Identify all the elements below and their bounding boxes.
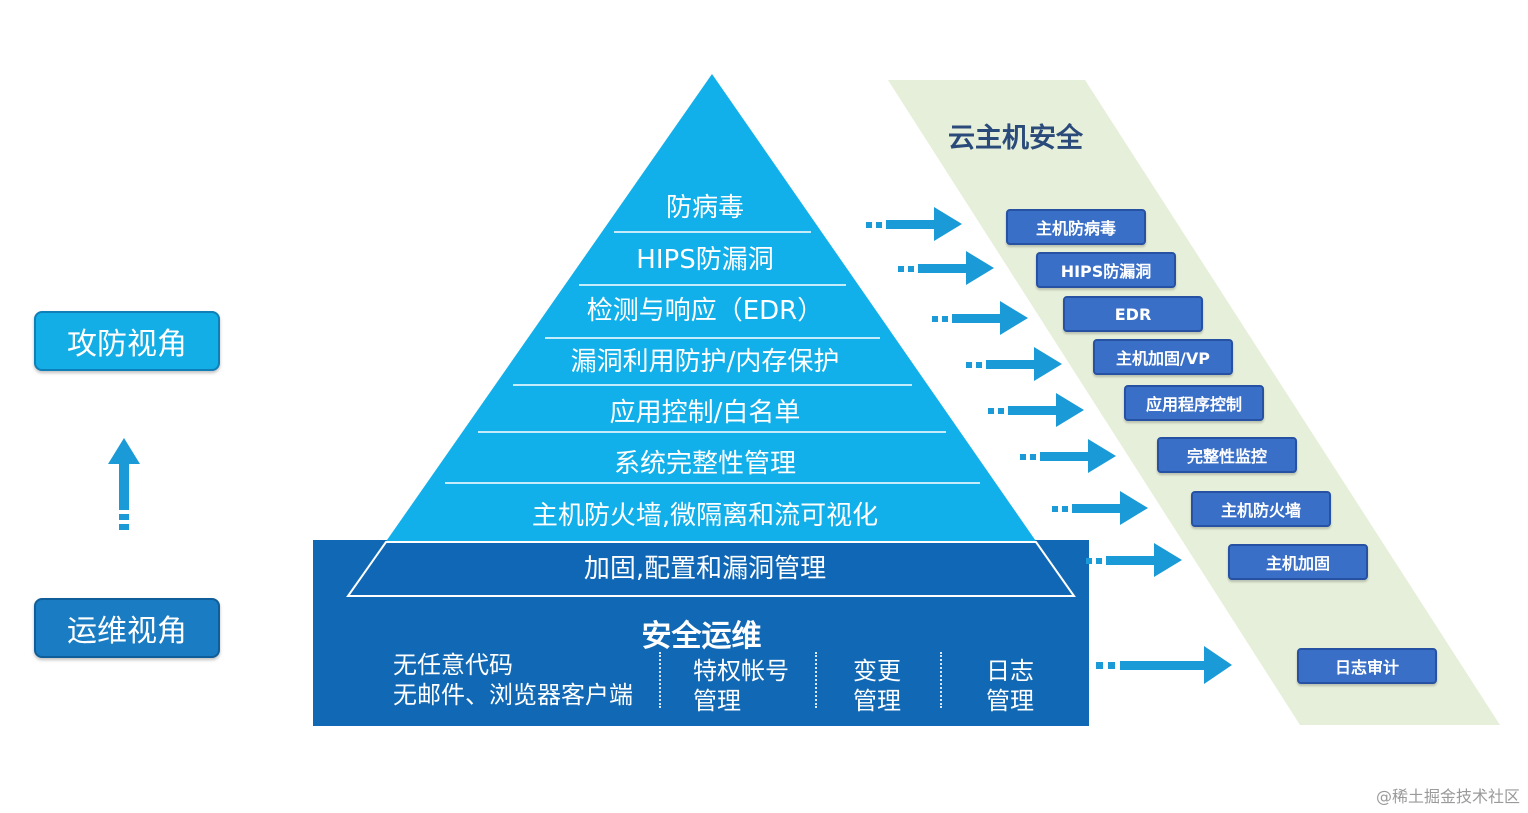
tag-hips: HIPS防漏洞 — [1036, 252, 1176, 288]
layer-antivirus: 防病毒 — [665, 193, 744, 223]
ops-item-line: 无邮件、浏览器客户端 — [393, 681, 633, 709]
layer-hips: HIPS防漏洞 — [636, 245, 774, 275]
tag-host-firewall: 主机防火墙 — [1191, 491, 1331, 527]
attack-perspective-label: 攻防视角 — [34, 311, 220, 371]
ops-item-line: 日志 — [986, 657, 1034, 685]
arrow-6 — [1020, 439, 1116, 473]
ops-item-log-management: 日志 管理 — [986, 656, 1034, 716]
right-arrows — [866, 207, 1232, 684]
tag-integrity-monitoring: 完整性监控 — [1157, 437, 1297, 473]
ops-item-line: 管理 — [853, 687, 901, 715]
tag-edr: EDR — [1063, 296, 1203, 332]
arrow-9 — [1096, 646, 1232, 684]
ops-item-line: 管理 — [693, 687, 741, 715]
ops-separator — [815, 652, 817, 708]
pyramid-base-layer — [346, 541, 1076, 597]
layer-edr: 检测与响应（EDR） — [586, 296, 824, 326]
ops-item-no-code: 无任意代码 无邮件、浏览器客户端 — [393, 650, 633, 710]
up-arrow — [108, 438, 140, 530]
arrow-5 — [988, 393, 1084, 427]
ops-item-change-management: 变更 管理 — [853, 656, 901, 716]
tag-host-antivirus: 主机防病毒 — [1006, 209, 1146, 245]
tag-log-audit: 日志审计 — [1297, 648, 1437, 684]
arrow-8 — [1086, 543, 1182, 577]
tag-host-hardening-vp: 主机加固/VP — [1093, 339, 1233, 375]
ops-separator — [659, 652, 661, 708]
ops-item-privileged-account: 特权帐号 管理 — [693, 656, 789, 716]
tag-app-control: 应用程序控制 — [1124, 385, 1264, 421]
watermark: @稀土掘金技术社区 — [1375, 787, 1520, 806]
ops-title: 安全运维 — [641, 619, 762, 654]
ops-perspective-label: 运维视角 — [34, 598, 220, 658]
arrow-4 — [966, 347, 1062, 381]
arrow-2 — [898, 251, 994, 285]
layer-exploit-protection: 漏洞利用防护/内存保护 — [570, 347, 840, 377]
pyramid-dividers — [445, 231, 980, 484]
tag-host-hardening: 主机加固 — [1228, 544, 1368, 580]
pyramid-top — [348, 74, 1074, 596]
layer-firewall: 主机防火墙,微隔离和流可视化 — [531, 501, 879, 531]
arrow-7 — [1052, 491, 1148, 525]
arrow-3 — [932, 301, 1028, 335]
arrow-1 — [866, 207, 962, 241]
cloud-panel-title: 云主机安全 — [948, 123, 1083, 154]
ops-item-line: 管理 — [986, 687, 1034, 715]
layer-hardening: 加固,配置和漏洞管理 — [583, 554, 827, 584]
layer-integrity: 系统完整性管理 — [613, 449, 796, 479]
ops-item-line: 无任意代码 — [393, 651, 513, 679]
ops-separator — [940, 652, 942, 708]
ops-item-line: 特权帐号 — [693, 657, 789, 685]
layer-app-control: 应用控制/白名单 — [609, 398, 801, 428]
ops-item-line: 变更 — [853, 657, 901, 685]
